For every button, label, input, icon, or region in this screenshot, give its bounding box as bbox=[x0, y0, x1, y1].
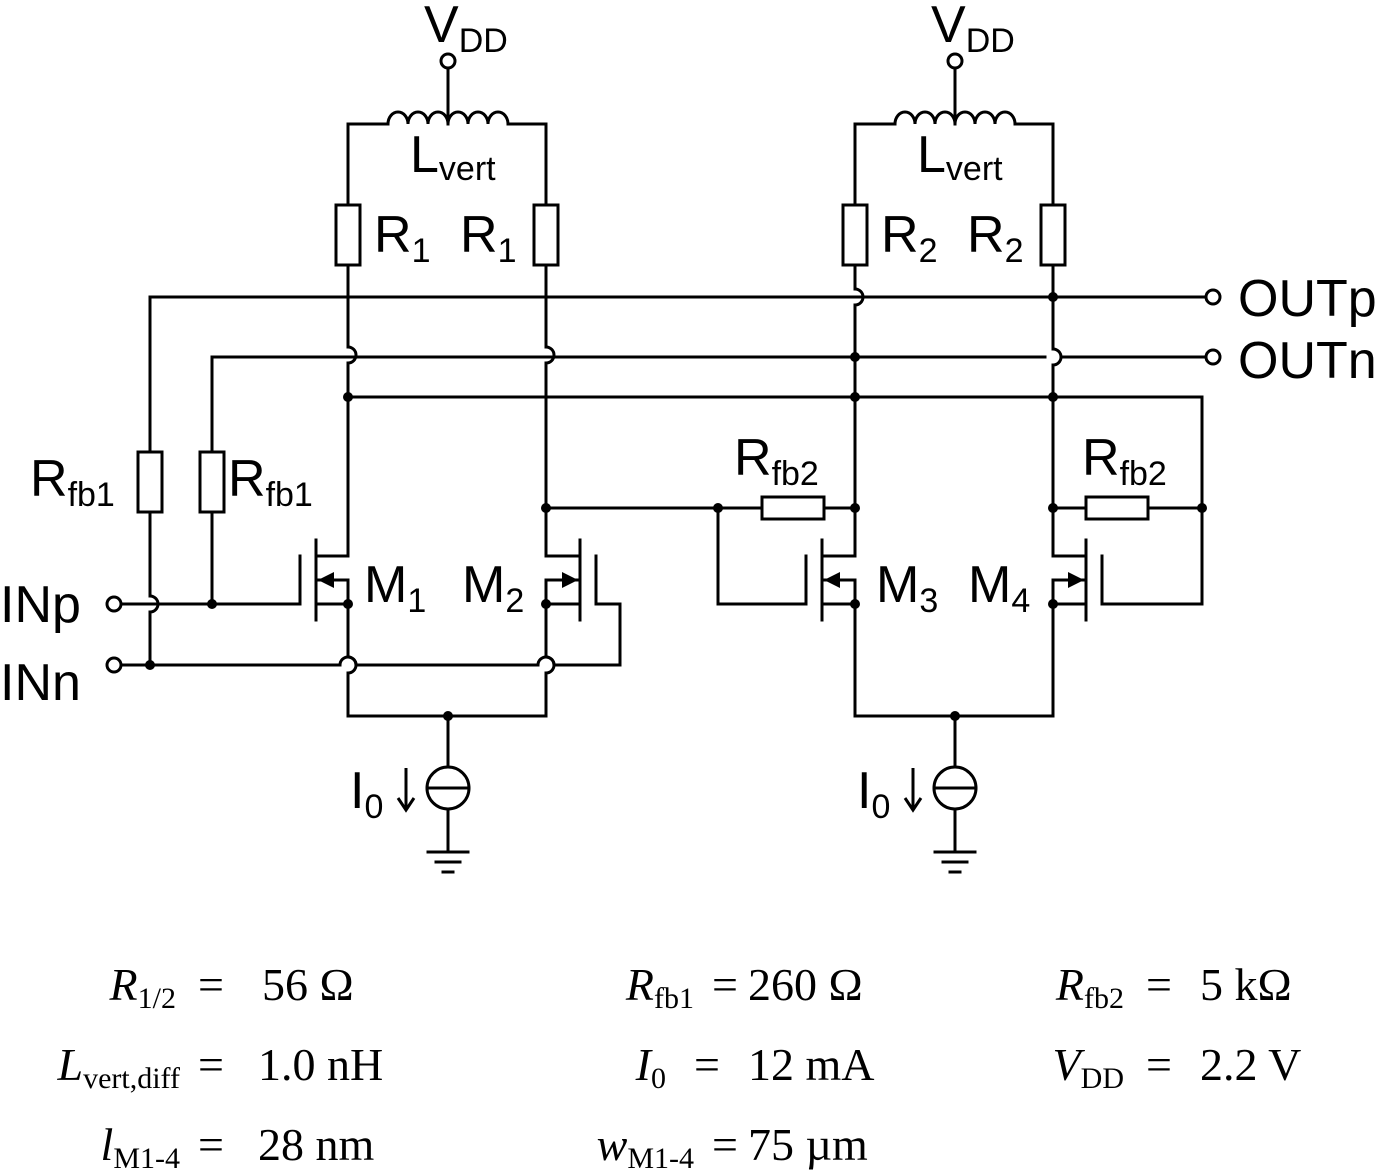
vdd-terminal-right bbox=[946, 52, 964, 104]
param-i0-symbol: I0 bbox=[635, 1039, 666, 1095]
current-source-i0-right bbox=[903, 711, 978, 854]
param-lvert-symbol: Lvert,diff bbox=[56, 1039, 180, 1095]
param-i0-eq: = bbox=[694, 1039, 720, 1090]
param-w-eq: = bbox=[712, 1119, 738, 1170]
resistor-rfb1-right bbox=[198, 450, 226, 514]
m4-label: M4 bbox=[968, 556, 1030, 620]
stage-2 bbox=[544, 52, 1207, 874]
outp-label: OUTp bbox=[1238, 270, 1377, 328]
rfb1-label-right: Rfb1 bbox=[228, 450, 313, 514]
rfb2-label-left: Rfb2 bbox=[734, 429, 819, 493]
param-lvert-value: 1.0 nH bbox=[258, 1039, 383, 1090]
param-rfb1-symbol: Rfb1 bbox=[625, 959, 694, 1015]
param-w-value: 75 µm bbox=[748, 1119, 868, 1170]
param-l-symbol: lM1-4 bbox=[101, 1119, 180, 1175]
inn-terminal bbox=[105, 656, 123, 674]
resistor-r1-right bbox=[532, 203, 560, 267]
r2-label-right: R2 bbox=[967, 206, 1023, 270]
transistor-m2 bbox=[541, 538, 598, 622]
outp-terminal bbox=[1204, 288, 1222, 306]
transistor-m4 bbox=[1048, 538, 1104, 622]
param-w-symbol: wM1-4 bbox=[597, 1119, 694, 1175]
param-l-value: 28 nm bbox=[258, 1119, 375, 1170]
i0-label-left: I0 bbox=[350, 762, 383, 826]
outn-terminal bbox=[1204, 348, 1222, 366]
r2-label-left: R2 bbox=[881, 206, 937, 270]
rfb1-label-left: Rfb1 bbox=[30, 450, 115, 514]
input-network bbox=[105, 295, 564, 674]
parameter-table: R1/2 = 56 Ω Rfb1 = 260 Ω Rfb2 = 5 kΩ Lve… bbox=[56, 959, 1301, 1175]
param-rfb2-value: 5 kΩ bbox=[1200, 959, 1292, 1010]
vdd-label-right: VDD bbox=[931, 0, 1015, 60]
component-labels: VDD VDD Lvert Lvert R1 R1 R2 R2 Rfb1 Rfb… bbox=[0, 0, 1377, 826]
vdd-label-left: VDD bbox=[424, 0, 508, 60]
inp-terminal bbox=[105, 595, 123, 613]
param-r12-eq: = bbox=[198, 959, 224, 1010]
inductor-lvert-right bbox=[853, 100, 1055, 126]
param-lvert-eq: = bbox=[198, 1039, 224, 1090]
inp-label: INp bbox=[0, 576, 81, 634]
ground-left bbox=[426, 850, 470, 874]
resistor-r2-right bbox=[1039, 203, 1067, 267]
m3-label: M3 bbox=[876, 556, 938, 620]
lvert-label-right: Lvert bbox=[917, 126, 1003, 188]
param-r12-symbol: R1/2 bbox=[109, 959, 176, 1015]
resistor-rfb2-left bbox=[760, 495, 826, 521]
outn-label: OUTn bbox=[1238, 332, 1377, 390]
param-vdd-eq: = bbox=[1146, 1039, 1172, 1090]
param-i0-value: 12 mA bbox=[748, 1039, 875, 1090]
transistor-m1 bbox=[298, 538, 353, 622]
vdd-terminal-left bbox=[439, 52, 457, 104]
param-r12-value: 56 Ω bbox=[262, 959, 354, 1010]
lvert-label-left: Lvert bbox=[410, 126, 496, 188]
param-rfb2-eq: = bbox=[1146, 959, 1172, 1010]
param-vdd-value: 2.2 V bbox=[1200, 1039, 1301, 1090]
ground-right bbox=[933, 850, 977, 874]
resistor-rfb2-right bbox=[1084, 495, 1150, 521]
resistor-r2-left bbox=[841, 203, 869, 267]
bus-wires bbox=[148, 288, 1222, 399]
current-source-i0-left bbox=[396, 711, 471, 854]
inductor-lvert-left bbox=[346, 100, 548, 126]
r1-label-left: R1 bbox=[374, 206, 430, 270]
param-rfb2-symbol: Rfb2 bbox=[1055, 959, 1124, 1015]
inn-label: INn bbox=[0, 654, 81, 712]
m1-label: M1 bbox=[364, 556, 426, 620]
rfb2-label-right: Rfb2 bbox=[1082, 429, 1167, 493]
resistor-r1-left bbox=[334, 203, 362, 267]
param-rfb1-eq: = bbox=[712, 959, 738, 1010]
param-l-eq: = bbox=[198, 1119, 224, 1170]
param-rfb1-value: 260 Ω bbox=[748, 959, 863, 1010]
r1-label-right: R1 bbox=[460, 206, 516, 270]
m2-label: M2 bbox=[462, 556, 524, 620]
i0-label-right: I0 bbox=[857, 762, 890, 826]
transistor-m3 bbox=[804, 538, 860, 622]
resistor-rfb1-left bbox=[136, 450, 164, 514]
param-vdd-symbol: VDD bbox=[1053, 1039, 1124, 1095]
